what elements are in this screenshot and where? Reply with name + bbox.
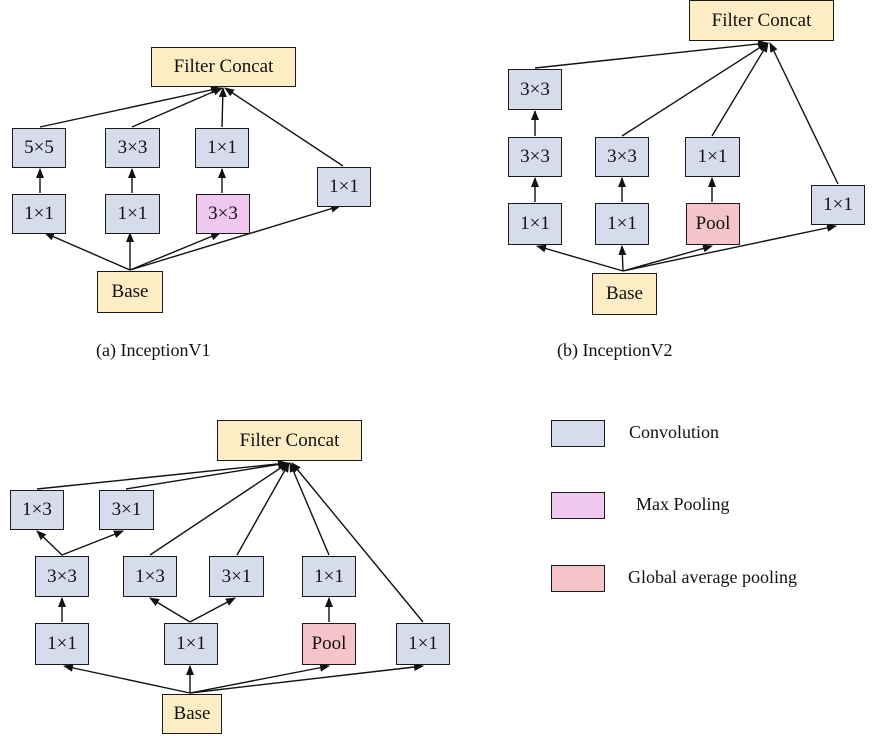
arrow	[149, 597, 191, 623]
v3-branch3-conv-1x1: 1×1	[302, 556, 356, 597]
arrow	[189, 663, 424, 694]
legend-convolution-swatch	[551, 420, 605, 447]
arrow	[218, 87, 227, 128]
legend-global-average-pooling-swatch	[551, 565, 605, 592]
arrow	[536, 244, 624, 272]
arrow	[711, 42, 769, 137]
legend-max-pooling-label: Max Pooling	[636, 494, 730, 514]
arrow	[534, 39, 768, 69]
v2-branch1-conv-1x1: 1×1	[508, 203, 562, 245]
arrow	[61, 530, 124, 556]
arrow	[622, 223, 837, 272]
v3-branch3-pool: Pool	[302, 623, 356, 665]
v1-branch3-conv-1x1: 1×1	[195, 128, 249, 168]
arrow	[149, 462, 289, 556]
arrow	[131, 87, 223, 128]
legend-max-pooling-swatch	[551, 492, 605, 519]
arrow	[125, 460, 288, 490]
arrow	[129, 204, 341, 271]
v2-caption: (b) InceptionV2	[557, 340, 673, 360]
v3-branch1-conv-3x1: 3×1	[99, 490, 154, 530]
arrow	[622, 244, 713, 272]
v3-branch2-conv-3x1: 3×1	[209, 556, 264, 597]
v1-branch3-max-pool-3x3: 3×3	[196, 194, 250, 234]
arrow	[44, 232, 131, 271]
v2-branch4-conv-1x1: 1×1	[811, 185, 865, 225]
v2-branch2-conv-3x3: 3×3	[595, 137, 649, 177]
v1-base: Base	[97, 271, 163, 313]
arrow	[63, 663, 191, 694]
v1-branch1-conv-1x1: 1×1	[12, 194, 66, 234]
v1-filter-concat: Filter Concat	[151, 47, 296, 87]
v3-base: Base	[162, 694, 222, 734]
arrow	[236, 462, 290, 556]
arrow	[36, 459, 288, 490]
v2-filter-concat: Filter Concat	[689, 0, 834, 41]
arrow	[289, 462, 330, 556]
v3-branch4-conv-1x1: 1×1	[396, 623, 450, 665]
v3-filter-concat: Filter Concat	[217, 420, 362, 461]
v2-branch1-conv-3x3-top: 3×3	[508, 69, 562, 110]
arrow	[291, 462, 424, 623]
v3-branch1-conv-3x3: 3×3	[35, 556, 89, 597]
arrow	[189, 663, 330, 694]
v2-base: Base	[592, 273, 657, 315]
v1-branch4-conv-1x1: 1×1	[317, 167, 371, 207]
arrow	[39, 85, 221, 128]
arrow	[769, 42, 839, 185]
v3-branch2-conv-1x1: 1×1	[164, 623, 218, 665]
arrow	[224, 87, 344, 167]
arrow	[129, 232, 221, 271]
v3-branch1-conv-1x1: 1×1	[35, 623, 89, 665]
v3-branch1-conv-1x3: 1×3	[10, 490, 64, 530]
legend-global-average-pooling-label: Global average pooling	[628, 567, 797, 587]
arrow	[618, 245, 627, 272]
arrow	[621, 42, 768, 137]
v3-branch2-conv-1x3: 1×3	[123, 556, 177, 597]
arrow	[36, 530, 63, 556]
v1-branch2-conv-1x1: 1×1	[105, 194, 160, 234]
v2-branch1-conv-3x3: 3×3	[508, 137, 562, 177]
arrow	[189, 597, 236, 623]
v1-caption: (a) InceptionV1	[96, 340, 211, 360]
v1-branch2-conv-3x3: 3×3	[105, 128, 160, 168]
v2-branch2-conv-1x1: 1×1	[595, 203, 649, 245]
v2-branch3-conv-1x1: 1×1	[685, 137, 740, 177]
legend-convolution-label: Convolution	[629, 422, 720, 442]
v2-branch3-pool: Pool	[686, 203, 740, 245]
v1-branch1-conv-5x5: 5×5	[12, 128, 66, 168]
